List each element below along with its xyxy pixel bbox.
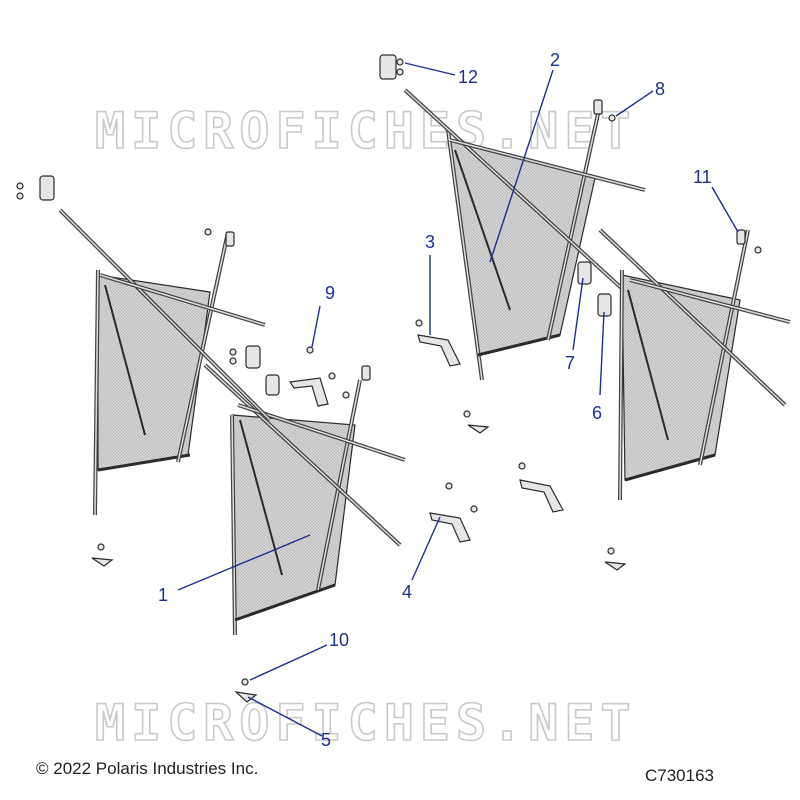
callout-8: 8: [655, 79, 665, 99]
window-net-center: [403, 88, 646, 381]
callout-3: 3: [425, 232, 435, 252]
copyright-text: © 2022 Polaris Industries Inc.: [36, 759, 259, 778]
screw-9: [306, 346, 314, 354]
callout-7: 7: [565, 353, 575, 373]
z-bracket-4: [429, 512, 471, 543]
latch-7: [577, 261, 592, 285]
hinge-bracket-mid: [245, 345, 261, 369]
callout-10: 10: [329, 630, 349, 650]
screw-3: [415, 319, 423, 327]
callout-11: 11: [693, 167, 712, 187]
window-net-right: [598, 228, 791, 501]
callout-12: 12: [458, 67, 478, 87]
watermark-top: MICROFICHES.NET: [95, 102, 637, 160]
latch-mid: [265, 374, 280, 396]
diagram-id: C730163: [645, 766, 715, 785]
callouts: 1 2 3 4 5 6 7 8 9 10 11 12: [158, 50, 712, 750]
callout-9: 9: [325, 283, 335, 303]
clip-11: [736, 229, 746, 245]
z-bracket-3: [417, 334, 461, 367]
hinge-bracket-left: [39, 175, 55, 201]
window-net-rear-left: [58, 208, 272, 516]
callout-6: 6: [592, 403, 602, 423]
callout-4: 4: [402, 582, 412, 602]
screw-10: [241, 678, 249, 686]
screw-8: [608, 114, 616, 122]
callout-1: 1: [158, 585, 168, 605]
leader-lines: [177, 62, 739, 737]
watermark-bottom: MICROFICHES.NET: [95, 694, 637, 752]
z-bracket-left: [288, 377, 329, 407]
z-bracket-right: [519, 479, 564, 513]
hinge-bracket-12: [379, 54, 397, 80]
hardware-parts: [16, 54, 762, 703]
callout-5: 5: [321, 730, 331, 750]
window-net-front-left: [203, 363, 406, 636]
callout-2: 2: [550, 50, 560, 70]
